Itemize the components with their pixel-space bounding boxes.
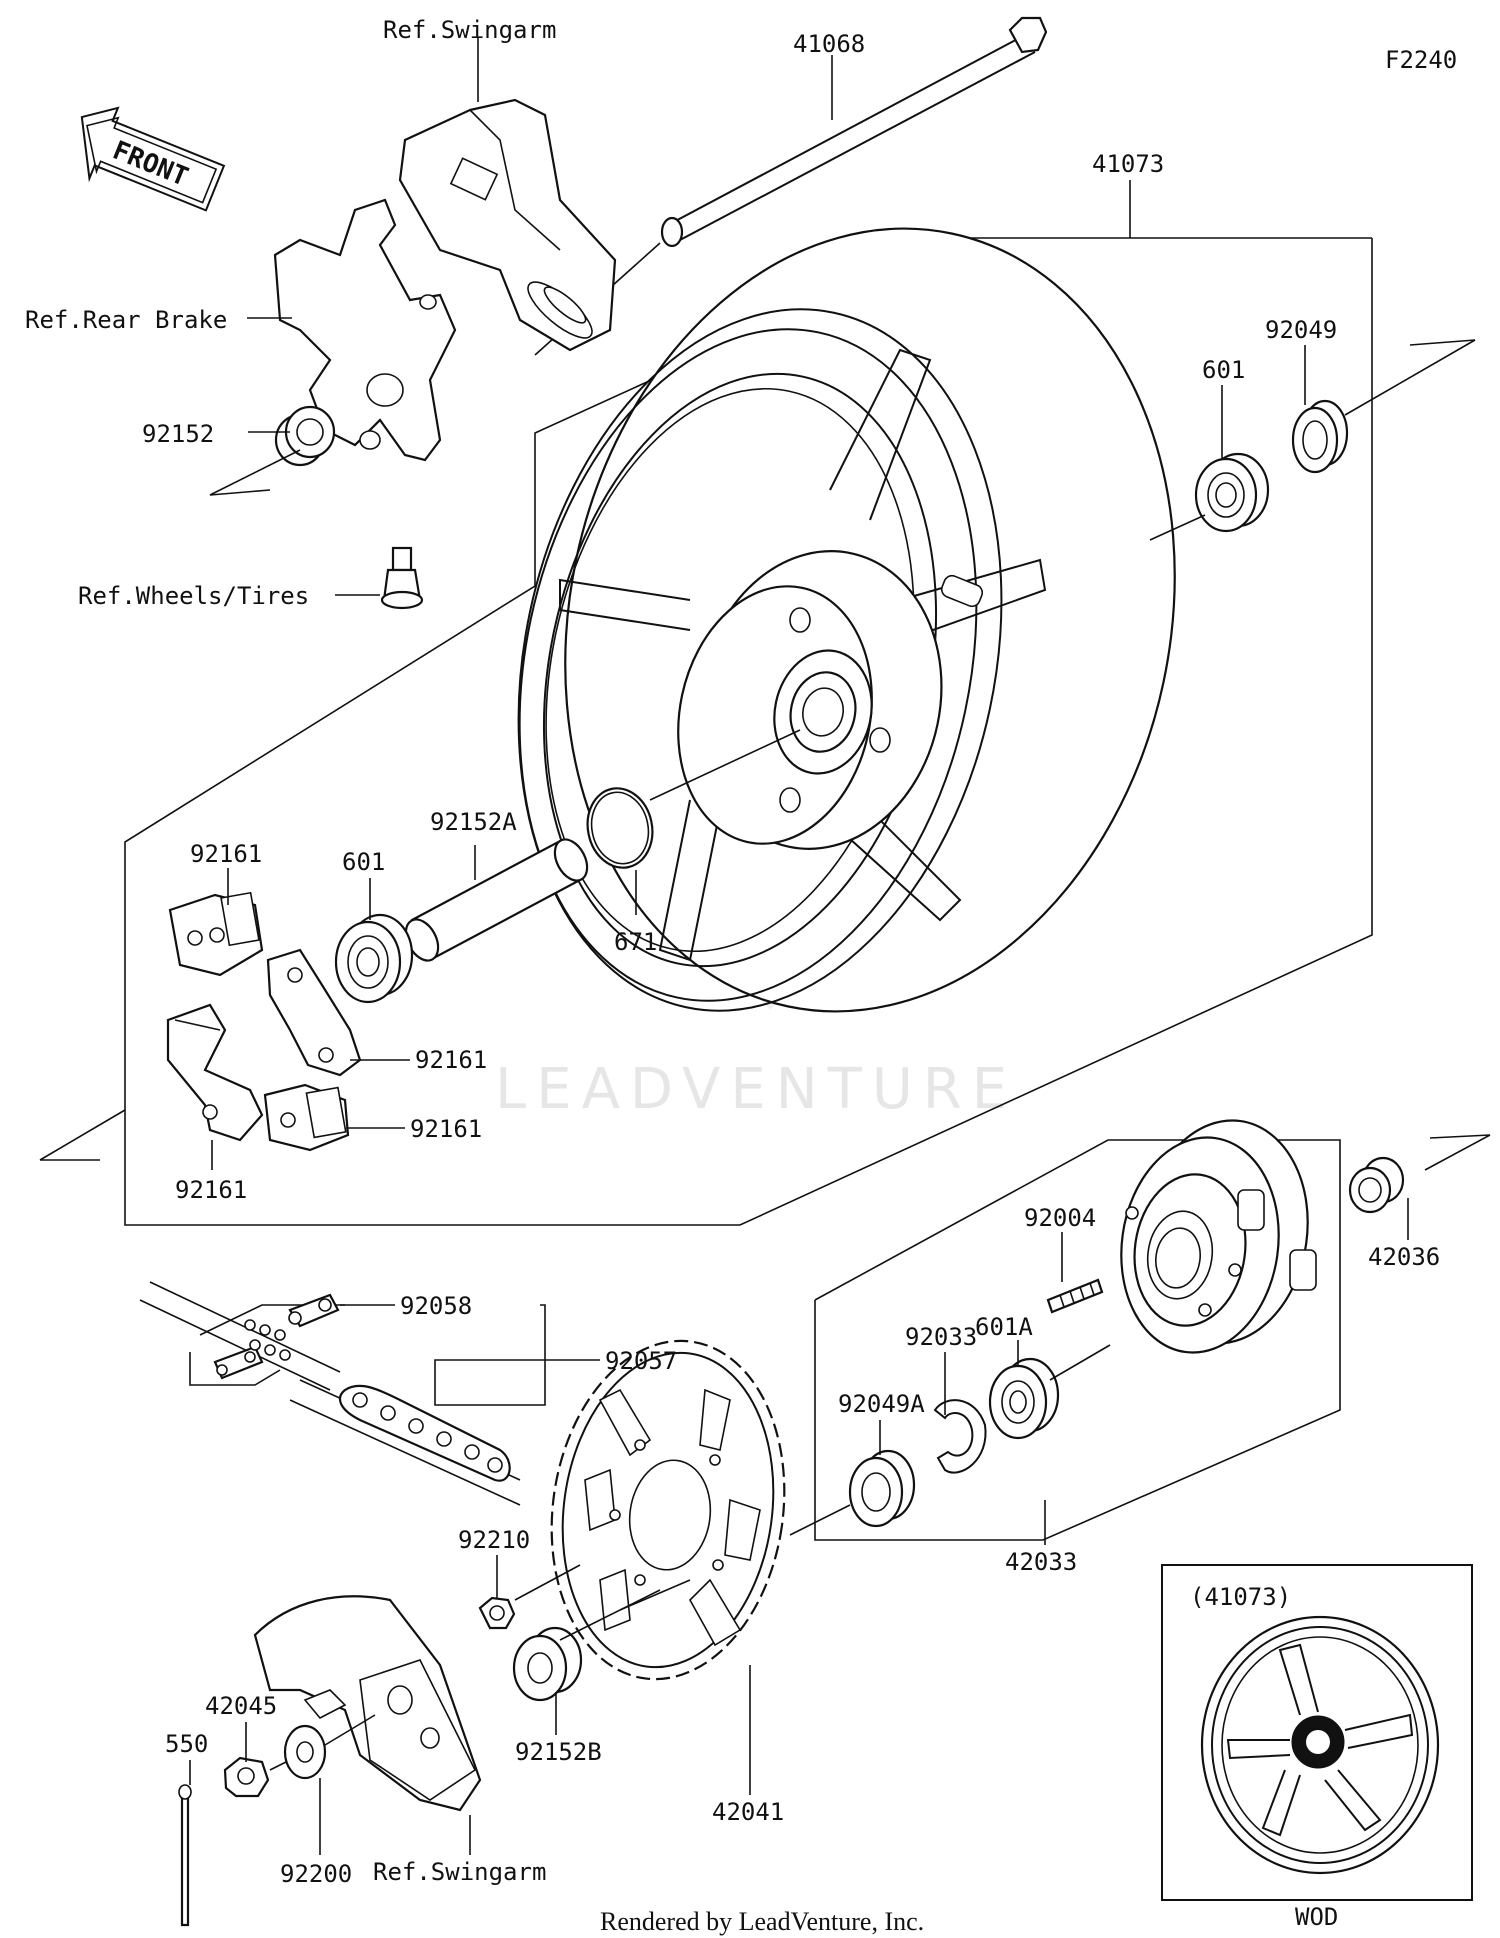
valve-stem (380, 546, 424, 610)
label-ref-rear-brake: Ref.Rear Brake (25, 306, 227, 334)
washer-92200 (283, 1714, 376, 1780)
bearing-601-left (334, 913, 414, 1004)
chain-joint-92058 (189, 1293, 345, 1386)
label-92152: 92152 (142, 420, 214, 448)
damper-92161-group (166, 891, 362, 1152)
spacer-92152A (404, 838, 589, 962)
label-41068: 41068 (793, 30, 865, 58)
label-42041: 42041 (712, 1798, 784, 1826)
label-601-right: 601 (1202, 356, 1245, 384)
collar-42036 (1348, 1134, 1491, 1214)
circlip-92033 (933, 1399, 987, 1474)
label-92161-b: 92161 (415, 1046, 487, 1074)
bearing-601A (988, 1344, 1111, 1440)
label-92049: 92049 (1265, 316, 1337, 344)
label-92161-c: 92161 (410, 1115, 482, 1143)
label-92161-d: 92161 (175, 1176, 247, 1204)
seal-92049 (1291, 339, 1476, 474)
chain-92057 (139, 1281, 521, 1506)
hub-42033 (1120, 1119, 1317, 1354)
rear-wheel-41073 (517, 227, 1176, 1013)
label-ref-swingarm-bottom: Ref.Swingarm (373, 1858, 546, 1886)
figure-code: F2240 (1385, 46, 1457, 74)
seal-92049A (789, 1449, 916, 1536)
cotter-pin-550 (178, 1784, 192, 1927)
nut-92210 (478, 1564, 581, 1630)
label-92210: 92210 (458, 1526, 530, 1554)
label-92033: 92033 (905, 1323, 977, 1351)
label-42036: 42036 (1368, 1243, 1440, 1271)
swingarm-bottom (253, 1595, 482, 1812)
inset-ref-label: (41073) (1190, 1583, 1291, 1611)
label-92152A: 92152A (430, 808, 517, 836)
castle-nut-42045 (223, 1754, 301, 1798)
swingarm-top (398, 98, 617, 352)
inset-wod-box (1161, 1564, 1473, 1901)
label-92004: 92004 (1024, 1204, 1096, 1232)
label-671: 671 (614, 928, 657, 956)
front-tag: FRONT (108, 136, 192, 193)
sprocket-42041 (550, 1339, 786, 1681)
label-92152B: 92152B (515, 1738, 602, 1766)
label-601A: 601A (975, 1313, 1033, 1341)
collar-92152 (209, 405, 336, 496)
bearing-601-right (1149, 452, 1270, 541)
leader-lines (189, 38, 1409, 1855)
label-92161-a: 92161 (190, 840, 262, 868)
label-41073: 41073 (1092, 150, 1164, 178)
stud-92004 (1046, 1278, 1104, 1314)
label-ref-swingarm-top: Ref.Swingarm (383, 16, 556, 44)
watermark-text: LEADVENTURE (495, 1057, 1017, 1122)
label-42033: 42033 (1005, 1548, 1077, 1576)
label-ref-wheels-tires: Ref.Wheels/Tires (78, 582, 309, 610)
label-92058: 92058 (400, 1292, 472, 1320)
o-ring-671 (586, 787, 654, 869)
rear-brake-bracket (273, 198, 457, 462)
label-92057: 92057 (605, 1347, 677, 1375)
collar-92152B (512, 1589, 661, 1702)
hub-frame (814, 1139, 1341, 1541)
label-92200: 92200 (280, 1860, 352, 1888)
inset-caption: WOD (1295, 1903, 1338, 1931)
footer-credit: Rendered by LeadVenture, Inc. (600, 1907, 924, 1936)
label-601-left: 601 (342, 848, 385, 876)
label-42045: 42045 (205, 1692, 277, 1720)
front-arrow-icon: FRONT (80, 106, 226, 212)
label-92049A: 92049A (838, 1390, 925, 1418)
label-550: 550 (165, 1730, 208, 1758)
